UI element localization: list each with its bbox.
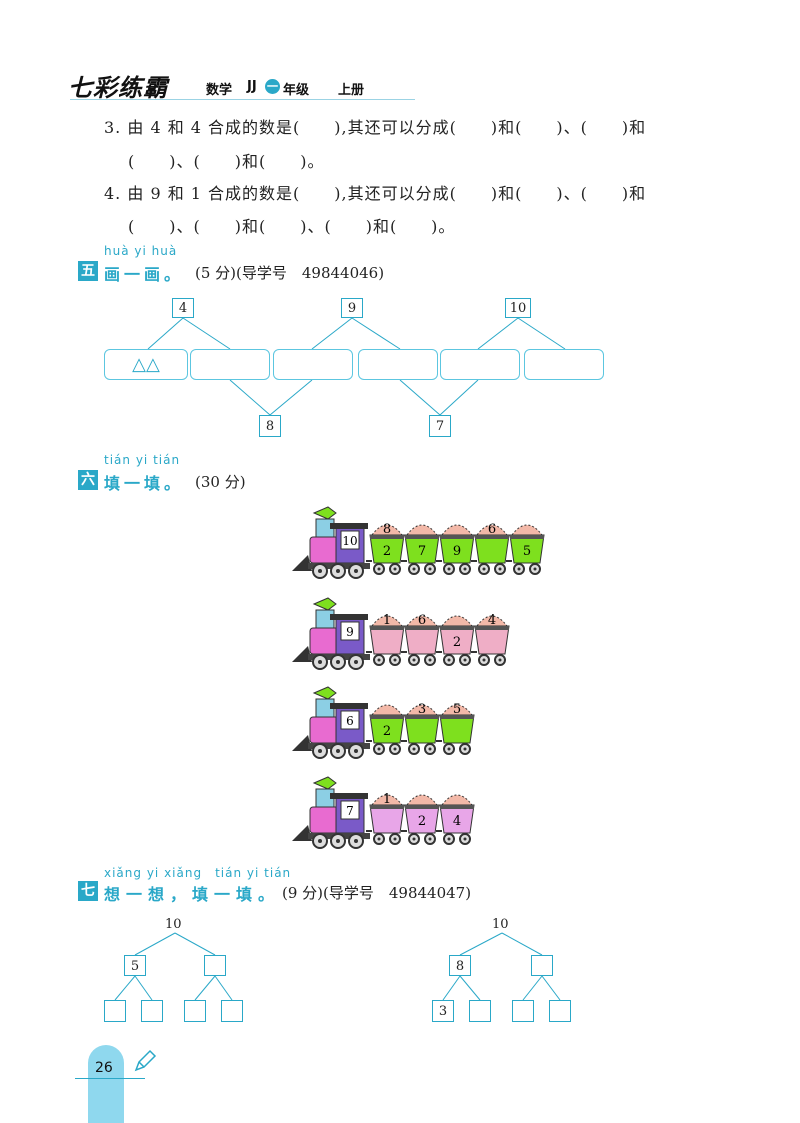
q4-line1: 4. 由 9 和 1 合成的数是( ),其还可以分成( )和( )、( )和 bbox=[104, 184, 647, 203]
car-top-number: 6 bbox=[488, 522, 496, 537]
draw-box[interactable] bbox=[358, 349, 438, 380]
train-2: 9 1 6 2 4 bbox=[292, 597, 510, 670]
section6-score: (30 分) bbox=[195, 473, 246, 491]
car-bottom-number: 7 bbox=[418, 544, 426, 559]
section7-number: 七 bbox=[78, 881, 98, 901]
q4-line2: ( )、( )和( )、( )和( )。 bbox=[128, 217, 456, 236]
car-bottom-number: 2 bbox=[453, 635, 461, 650]
train-4: 7 1 2 4 bbox=[292, 776, 475, 849]
car-bottom-number: 2 bbox=[418, 814, 426, 829]
engine-number: 7 bbox=[346, 804, 354, 818]
tree2-leaf-box[interactable] bbox=[469, 1000, 491, 1022]
pencil-icon bbox=[134, 1049, 157, 1072]
section6-number: 六 bbox=[78, 470, 98, 490]
train-1: 10 8 2 7 9 6 5 bbox=[292, 506, 545, 579]
car-top-number: 5 bbox=[453, 702, 461, 717]
tree1-leaf-box[interactable] bbox=[184, 1000, 206, 1022]
page-number: 26 bbox=[95, 1060, 113, 1076]
section5-title: 画一画。 bbox=[104, 265, 185, 284]
draw-box[interactable] bbox=[524, 349, 604, 380]
train-3: 6 2 3 5 bbox=[292, 686, 475, 759]
engine-number: 9 bbox=[346, 625, 354, 639]
tree1-leaf-box[interactable] bbox=[104, 1000, 126, 1022]
triangles-icon: △△ bbox=[132, 354, 160, 375]
footer-rule bbox=[75, 1078, 145, 1079]
tree2-leaf-box[interactable] bbox=[512, 1000, 534, 1022]
section7-score: (9 分)(导学号 49844047) bbox=[282, 884, 472, 902]
engine-number: 6 bbox=[346, 714, 354, 728]
draw-box[interactable] bbox=[440, 349, 520, 380]
car-bottom-number: 5 bbox=[523, 544, 531, 559]
tree2-right-box[interactable] bbox=[531, 955, 553, 976]
tree1-left-box: 5 bbox=[124, 955, 146, 976]
section5-score: (5 分)(导学号 49844046) bbox=[195, 264, 385, 282]
car-top-number: 6 bbox=[418, 613, 426, 628]
car-top-number: 1 bbox=[383, 613, 391, 628]
section7-pinyin: xiǎng yi xiǎng tián yi tián bbox=[104, 866, 292, 880]
subject-label: 数学 bbox=[206, 83, 233, 98]
draw-box[interactable] bbox=[273, 349, 353, 380]
section6-pinyin: tián yi tián bbox=[104, 453, 181, 467]
top-number-box: 4 bbox=[172, 298, 194, 318]
draw-box[interactable] bbox=[190, 349, 270, 380]
page-tab bbox=[88, 1045, 124, 1123]
volume-label: 上册 bbox=[338, 83, 365, 98]
bottom-number-box: 8 bbox=[259, 415, 281, 437]
q3-line1: 3. 由 4 和 4 合成的数是( ),其还可以分成( )和( )、( )和 bbox=[104, 118, 647, 137]
car-top-number: 8 bbox=[383, 522, 391, 537]
tree1-leaf-box[interactable] bbox=[141, 1000, 163, 1022]
edition-label: JJ bbox=[247, 79, 257, 94]
tree1-leaf-box[interactable] bbox=[221, 1000, 243, 1022]
tree1-root: 10 bbox=[165, 917, 182, 932]
tree2-root: 10 bbox=[492, 917, 509, 932]
car-top-number: 4 bbox=[488, 613, 496, 628]
car-top-number: 3 bbox=[418, 702, 426, 717]
car-bottom-number: 2 bbox=[383, 724, 391, 739]
tree1-right-box[interactable] bbox=[204, 955, 226, 976]
car-top-number: 1 bbox=[383, 792, 391, 807]
top-number-box: 9 bbox=[341, 298, 363, 318]
car-bottom-number: 4 bbox=[453, 814, 461, 829]
section5-number: 五 bbox=[78, 261, 98, 281]
tree2-leaf-box: 3 bbox=[432, 1000, 454, 1022]
section7-title: 想一想，填一填。 bbox=[104, 885, 281, 904]
engine-number: 10 bbox=[342, 534, 357, 548]
section6-title: 填一填。 bbox=[104, 474, 185, 493]
q3-line2: ( )、( )和( )。 bbox=[128, 152, 325, 171]
bottom-number-box: 7 bbox=[429, 415, 451, 437]
car-bottom-number: 2 bbox=[383, 544, 391, 559]
brand-logo: 七彩练霸 bbox=[68, 74, 168, 102]
grade-badge: 一 bbox=[265, 79, 280, 94]
header-rule bbox=[70, 99, 415, 100]
tree2-left-box: 8 bbox=[449, 955, 471, 976]
tree2-leaf-box[interactable] bbox=[549, 1000, 571, 1022]
grade-suffix: 年级 bbox=[283, 83, 310, 98]
section5-pinyin: huà yi huà bbox=[104, 244, 178, 258]
draw-box[interactable]: △△ bbox=[104, 349, 188, 380]
top-number-box: 10 bbox=[505, 298, 531, 318]
car-bottom-number: 9 bbox=[453, 544, 461, 559]
